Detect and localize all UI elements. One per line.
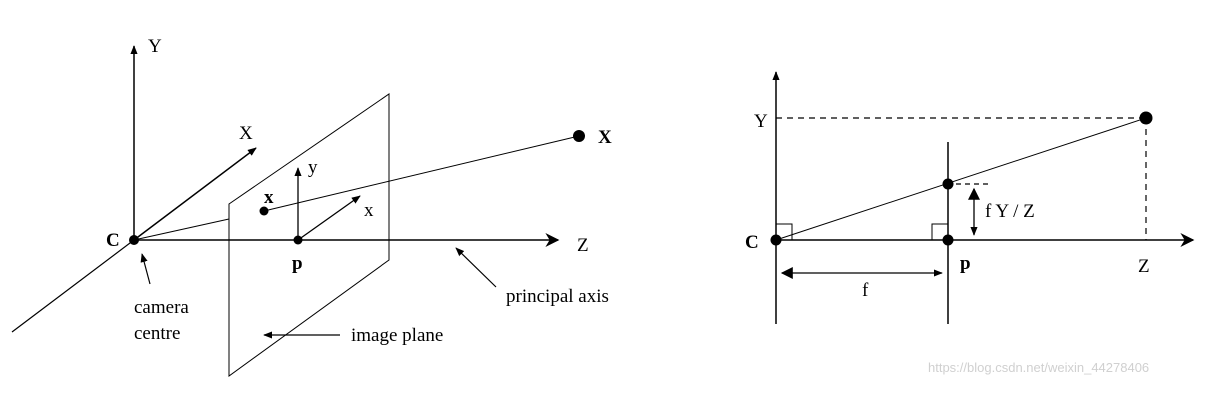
left-points <box>129 130 585 245</box>
right-points <box>770 111 1153 246</box>
left-diagram <box>11 45 580 377</box>
right-diagram <box>772 71 1195 324</box>
left-labels: Y X Z C X x p y x camera centre principa… <box>106 36 612 346</box>
right-z-axis-label: Z <box>1138 256 1150 277</box>
principal-point-label: p <box>292 253 303 274</box>
right-angle-at-p <box>931 223 948 240</box>
image-plane-caption: image plane <box>351 325 443 346</box>
right-principal-point-label: p <box>960 253 971 274</box>
plane-x-axis <box>297 195 361 241</box>
image-point-label: x <box>264 187 274 208</box>
right-principal-point <box>942 234 954 246</box>
y-axis-label: Y <box>148 36 162 57</box>
camera-centre-pointer <box>140 253 151 285</box>
x-axis-label: X <box>239 123 253 144</box>
plane-x-label: x <box>364 200 374 221</box>
image-plane <box>228 93 390 377</box>
projection-ray-segment <box>133 218 230 241</box>
z-axis-label: Z <box>577 235 589 256</box>
projection-ray <box>263 135 580 212</box>
principal-axis-pointer <box>455 247 497 288</box>
right-labels: Y Z C p f f Y / Z <box>745 111 1150 301</box>
camera-centre-label: C <box>106 230 120 251</box>
world-point-label: X <box>598 127 612 148</box>
camera-centre-point <box>129 235 139 245</box>
right-angle-at-c <box>776 223 793 240</box>
plane-y-label: y <box>308 157 318 178</box>
right-world-point <box>1139 111 1153 125</box>
world-point <box>573 130 585 142</box>
right-camera-centre-label: C <box>745 232 759 253</box>
x-axis-line <box>133 147 257 241</box>
right-y-axis-label: Y <box>754 111 768 132</box>
focal-length-label: f <box>862 280 869 301</box>
right-projection-ray <box>775 117 1147 241</box>
principal-point <box>293 235 303 245</box>
right-camera-centre-point <box>770 234 782 246</box>
right-projected-point <box>942 178 954 190</box>
principal-axis-caption: principal axis <box>506 286 609 307</box>
camera-centre-caption-line1: camera <box>134 297 189 318</box>
image-point <box>259 206 269 216</box>
axis-extension-line <box>11 239 135 333</box>
projection-height-label: f Y / Z <box>985 201 1035 222</box>
camera-centre-caption-line2: centre <box>134 323 180 344</box>
watermark-text: https://blog.csdn.net/weixin_44278406 <box>928 360 1149 375</box>
